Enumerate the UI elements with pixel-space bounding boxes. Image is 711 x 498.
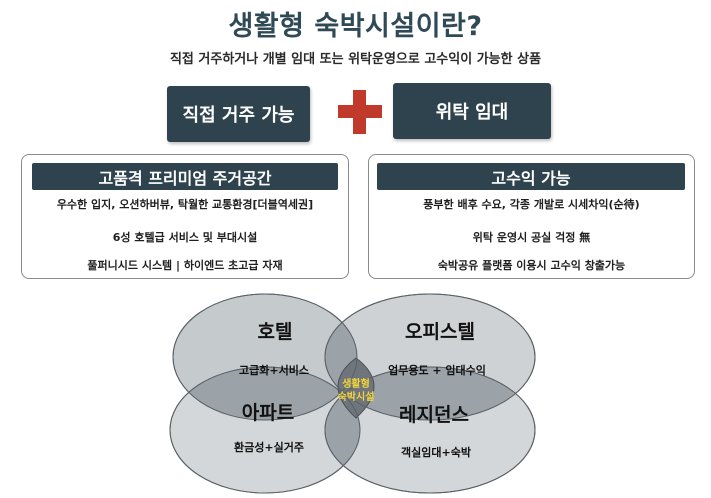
- venn-apartment-desc: 환금성+실거주: [234, 441, 304, 454]
- panel-right-line-3: 숙박공유 플랫폼 이용시 고수익 창출가능: [437, 259, 626, 272]
- plus-icon: [338, 90, 382, 134]
- venn-apartment-title: 아파트: [241, 402, 295, 424]
- panel-left-line-2: 6성 호텔급 서비스 및 부대시설: [112, 231, 258, 244]
- venn-residence-title: 레지던스: [399, 404, 469, 426]
- venn-center-overlap: [337, 357, 375, 419]
- venn-center-line-1: 생활형: [342, 379, 370, 390]
- premium-residence-header: 고품격 프리미엄 주거공간: [32, 163, 338, 190]
- panel-left-line-3: 풀퍼니시드 시스템 | 하이엔드 초고급 자재: [87, 259, 283, 272]
- direct-residence-box: 직접 거주 가능: [167, 86, 310, 142]
- high-return-panel: 고수익 가능 풍부한 배후 수요, 각종 개발로 시세차익(순待) 위탁 운영시…: [368, 154, 695, 279]
- panel-left-line-1: 우수한 입지, 오션하버뷰, 탁월한 교통환경[더블역세권]: [56, 198, 314, 211]
- venn-residence-desc: 객실임대+숙박: [401, 446, 471, 459]
- venn-officetel-desc: 업무용도 + 임대수익: [388, 364, 486, 377]
- venn-center-line-2: 숙박시설: [337, 392, 375, 403]
- consignment-lease-box: 위탁 임대: [393, 83, 551, 139]
- panel-right-line-1: 풍부한 배후 수요, 각종 개발로 시세차익(순待): [423, 198, 640, 211]
- panel-right-line-2: 위탁 운영시 공실 걱정 無: [472, 231, 591, 244]
- high-return-header: 고수익 가능: [377, 163, 685, 190]
- venn-center-label: 생활형 숙박시설: [338, 378, 375, 404]
- page-subtitle: 직접 거주하거나 개별 임대 또는 위탁운영으로 고수익이 가능한 상품: [169, 52, 542, 67]
- venn-hotel-desc: 고급화+서비스: [239, 364, 309, 377]
- premium-residence-panel: 고품격 프리미엄 주거공간 우수한 입지, 오션하버뷰, 탁월한 교통환경[더블…: [21, 154, 349, 279]
- venn-hotel-title: 호텔: [257, 321, 293, 343]
- venn-officetel-title: 오피스텔: [405, 321, 475, 343]
- page-title: 생활형 숙박시설이란?: [228, 11, 483, 42]
